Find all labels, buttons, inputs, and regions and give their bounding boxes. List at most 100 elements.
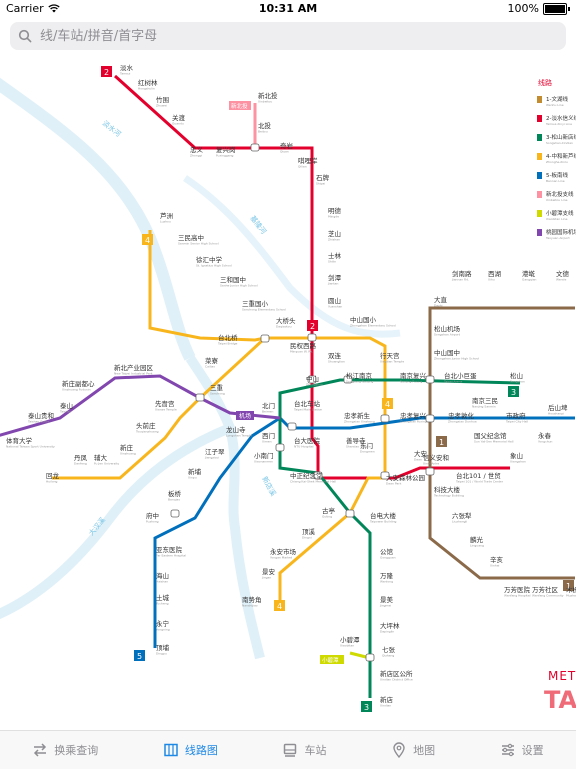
search-bar[interactable] bbox=[10, 22, 566, 50]
badge-line-1-bottom[interactable] bbox=[563, 580, 574, 591]
line-wenhu[interactable] bbox=[428, 306, 575, 580]
interchange-qizhang[interactable] bbox=[365, 653, 375, 662]
interchange-banqiao[interactable] bbox=[170, 509, 180, 518]
metro-map[interactable]: 淡水河 基隆河 新店溪 大汉溪 bbox=[0, 58, 576, 730]
interchange-taipei-main[interactable] bbox=[287, 422, 297, 431]
badge-line-1-left[interactable] bbox=[436, 436, 447, 447]
badge-airport[interactable] bbox=[236, 411, 254, 420]
metro-map-canvas[interactable]: 淡水河 基隆河 新店溪 大汉溪 bbox=[0, 58, 576, 730]
badge-line-5-bannan[interactable] bbox=[134, 650, 145, 661]
badge-line-2-tamsui[interactable] bbox=[101, 66, 112, 77]
line-tamsui-xinyi[interactable] bbox=[113, 74, 314, 396]
interchange-nanjing-fuxing[interactable] bbox=[425, 375, 435, 384]
badge-xiaobitan[interactable] bbox=[320, 655, 344, 664]
interchange-beitou[interactable] bbox=[250, 143, 260, 152]
interchange-sanchong[interactable] bbox=[195, 393, 205, 402]
line-zhonghe-branch[interactable] bbox=[52, 336, 267, 480]
tab-transfer[interactable]: 换乘查询 bbox=[32, 742, 98, 758]
badge-line-3-songshan[interactable] bbox=[508, 386, 519, 397]
badge-xinbeitou[interactable] bbox=[229, 101, 251, 110]
badge-line-2-xinyi[interactable] bbox=[307, 320, 318, 331]
interchange-ximen[interactable] bbox=[275, 443, 285, 452]
interchange-ckshall[interactable] bbox=[313, 471, 323, 480]
legend-label[interactable]: 5-板南线 bbox=[546, 171, 568, 179]
interchange-minquan[interactable] bbox=[307, 333, 317, 342]
badge-line-4-zhonghe[interactable] bbox=[382, 398, 393, 409]
badge-line-3-xindian[interactable] bbox=[361, 701, 372, 712]
line-bannan[interactable] bbox=[153, 416, 575, 648]
interchange-zhongshan[interactable] bbox=[307, 375, 317, 384]
interchange-songjiang[interactable] bbox=[343, 375, 353, 384]
tab-station[interactable]: 车站 bbox=[282, 742, 326, 758]
legend-label[interactable]: 1-文湖线 bbox=[546, 95, 568, 103]
